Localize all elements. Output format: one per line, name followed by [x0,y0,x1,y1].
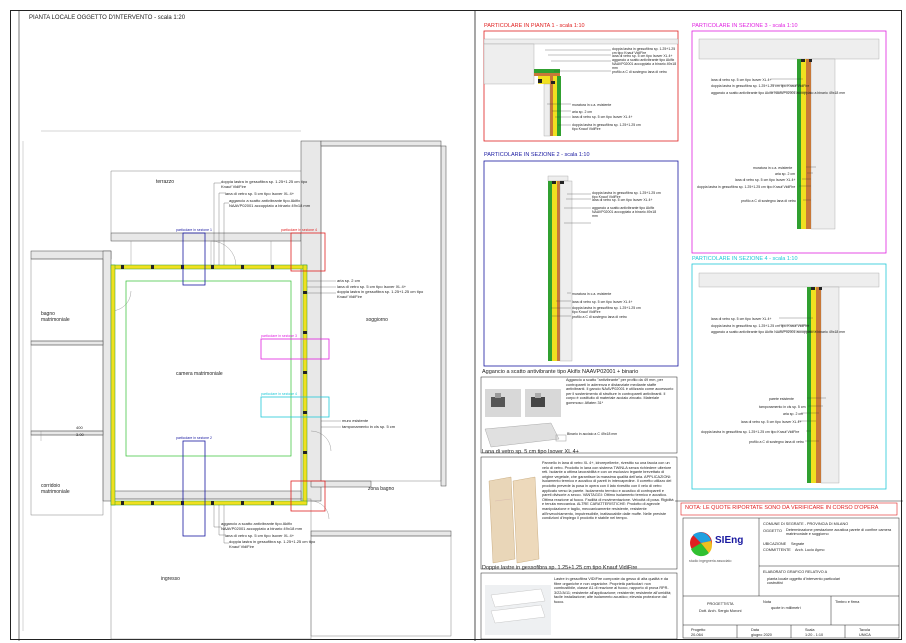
det4-label-b5: doppia lastra in gessofibra sp. 1.25+1.2… [701,430,800,434]
tb-tavola-label: Tavola [859,628,870,632]
det3-title: PARTICOLARE IN SEZIONE 3 - scala 1:10 [692,23,798,29]
marker-section-2: particolare in sezione 2 [176,436,212,440]
det2-label-5: lana di vetro sp. 5 cm tipo Isover XL 4+ [572,300,633,304]
det2-label-7: profilo a C di sostegno lana di vetro [572,315,627,319]
lana-text: Pannello in lana di vetro XL 4+, idrorep… [542,461,674,521]
det1-label-7: lana di vetro sp. 5 cm tipo Isover XL 4+ [572,115,633,119]
det4-label-b3: aria sp. 2 cm [783,412,804,416]
room-bagno: bagno matrimoniale [41,311,70,323]
det4-label-t3: aggancio a scatto antivibrante tipo Akif… [711,330,846,334]
aggancio-title: Aggancio a scatto antivibrante tipo Akif… [482,369,639,375]
det1-title: PARTICOLARE IN PIANTA 1 - scala 1:10 [484,23,585,29]
plan-note-right-e: tamponamento in cls sp. 5 cm [342,424,396,429]
det3-label-b4: doppia lastra in gessofibra sp. 1.25+1.2… [697,185,796,189]
det3-label-b1: muratura in c.a. esistente [753,166,793,170]
room-camera: camera matrimoniale [176,371,223,377]
lastre-text: Lastre in gessofibra VIDIFire composte d… [554,577,672,604]
tb-ubicazione-value: Segrate [791,542,805,546]
tb-comune: COMUNE DI SEGRATE - PROVINCIA DI MILANO [763,522,849,526]
plan-note-top-a: doppia lastra in gessofibra sp. 1.25+1.2… [221,179,308,189]
marker-section-4b: particolare in sezione 4 [261,392,297,396]
lastre-title: Doppie lastre in gessofibra sp. 1.25+1.2… [482,565,638,571]
tb-progetto-value: 20-064 [691,633,703,637]
tb-oggetto-label: OGGETTO [763,529,782,533]
det1-label-5: muratura in c.a. esistente [572,103,612,107]
tb-committente-label: COMMITTENTE [763,548,791,552]
det1-label-4: profilo a C di sostegno lana di vetro [612,70,667,74]
logo-subtitle: studio ingegneria associato [689,559,732,563]
plan-title: PIANTA LOCALE OGGETTO D'INTERVENTO - sca… [29,15,186,21]
det1-label-1: doppia lastra in gessofibra sp. 1.25+1.2… [612,47,676,55]
drawing-sheet: PIANTA LOCALE OGGETTO D'INTERVENTO - sca… [10,10,903,641]
det3-label-t1: lana di vetro sp. 5 cm tipo Isover XL 4+ [711,78,772,82]
det1-label-3: aggancio a scatto antivibrante tipo Akif… [612,58,677,70]
det2-label-1: doppia lastra in gessofibra sp. 1.25+1.2… [592,191,661,199]
det3-label-t3: aggancio a scatto antivibrante tipo Akif… [711,91,846,95]
plan-note-bot-a: aggancio a scatto antivibrante tipo Akif… [221,521,303,531]
room-terrazzo: terrazzo [156,179,175,185]
det1-label-6: aria sp. 2 cm [572,110,593,114]
verify-note: NOTA: LE QUOTE RIPORTATE SONO DA VERIFIC… [685,505,879,511]
room-corridoio: corridoio matrimoniale [41,483,70,495]
room-soggiorno: soggiorno [366,317,388,323]
tb-data-label: Data [751,628,760,632]
aggancio-caption: Binario in acciaio a C 49x18 mm [567,432,618,436]
logo-text: SIEng [715,535,744,546]
det3-label-b2: aria sp. 2 cm [775,172,796,176]
tb-data-value: giugno 2020 [751,633,772,637]
det1-label-2: lana di vetro sp. 5 cm tipo Isover XL 4+ [612,54,673,58]
det3-label-b5: profilo a C di sostegno lana di vetro [741,199,796,203]
det3-label-b3: lana di vetro sp. 5 cm tipo Isover XL 4+ [735,178,796,182]
det3-label-t2: doppia lastra in gessofibra sp. 1.25+1.2… [711,84,810,88]
tb-ubicazione-label: UBICAZIONE [763,542,787,546]
plan-note-right-b: lana di vetro sp. 5 cm tipo Isover XL 4+ [337,284,407,289]
det4-label-b6: profilo a C di sostegno lana di vetro [749,440,804,444]
drawing-linework [18,11,903,641]
plan-note-right-d: muro esistente [342,418,369,423]
det4-title: PARTICOLARE IN SEZIONE 4 - scala 1:10 [692,256,798,262]
plan-note-right-a: aria sp. 2 cm [337,278,360,283]
det2-title: PARTICOLARE IN SEZIONE 2 - scala 1:10 [484,152,590,158]
dimension-2: 3.00 [76,432,84,437]
tb-tavola-value: UNICA [859,633,871,637]
tb-scala-label: Scala [805,628,815,632]
aggancio-text: Aggancio a scatto "antivibrante" per pro… [566,378,674,405]
det2-label-2: lana di vetro sp. 5 cm tipo Isover XL 4+ [592,198,653,202]
tb-progetto-label: Progetto [691,628,706,632]
tb-progettista-label: PROGETTISTA [707,602,734,606]
det4-label-t2: doppia lastra in gessofibra sp. 1.25+1.2… [711,324,810,328]
tb-nota-value: quote in millimetri [771,606,801,610]
tb-progettista-value: Dott. Arch. Sergio Moroni [699,609,742,613]
plan-note-bot-b: lana di vetro sp. 5 cm tipo Isover XL 4+ [225,533,295,538]
tb-elab-label: ELABORATO GRAFICO RELATIVO A [763,570,828,574]
det2-label-6: doppia lastra in gessofibra sp. 1.25+1.2… [572,306,641,314]
det4-label-b2: tamponamento in cls sp. 5 cm [759,405,806,409]
marker-section-1: particolare in sezione 1 [176,228,212,232]
det4-label-t1: lana di vetro sp. 5 cm tipo Isover XL 4+ [711,317,772,321]
tb-elab-value: pianta locale oggetto d'intervento parti… [767,577,841,586]
marker-section-3: particolare in sezione 3 [261,334,297,338]
det4-label-b4: lana di vetro sp. 5 cm tipo Isover XL 4+ [741,420,802,424]
det2-label-3: aggancio a scatto antivibrante tipo Akif… [592,206,657,218]
det2-label-4: muratura in c.a. esistente [572,292,612,296]
room-zona-bagno: zona bagno [368,486,395,492]
marker-section-4: particolare in sezione 4 [281,228,317,232]
det4-label-b1: parete esistente [769,397,794,401]
tb-scala-value: 1:20 - 1:10 [805,633,824,637]
tb-firma-label: Timbro e firma [835,600,860,604]
lana-title: Lana di vetro sp. 5 cm tipo Isover XL 4+ [482,449,579,455]
room-ingresso: ingresso [161,576,180,582]
dimension-1: 400 [76,425,83,430]
plan-note-right-c: doppia lastra in gessofibra sp. 1.25+1.2… [337,289,424,299]
tb-committente-value: Arch. Lucio Aymo [795,548,825,552]
det1-label-8: doppia lastra in gessofibra sp. 1.25+1.2… [572,123,641,131]
tb-oggetto-value: Determinazione prestazione acustica pare… [786,528,892,537]
plan-note-bot-c: doppia lastra in gessofibra sp. 1.25+1.2… [229,539,316,549]
plan-note-top-c: aggancio a scatto antivibrante tipo Akif… [229,198,311,208]
plan-note-top-b: lana di vetro sp. 5 cm tipo Isover XL 4+ [225,191,295,196]
tb-nota-label: Nota [763,600,772,604]
